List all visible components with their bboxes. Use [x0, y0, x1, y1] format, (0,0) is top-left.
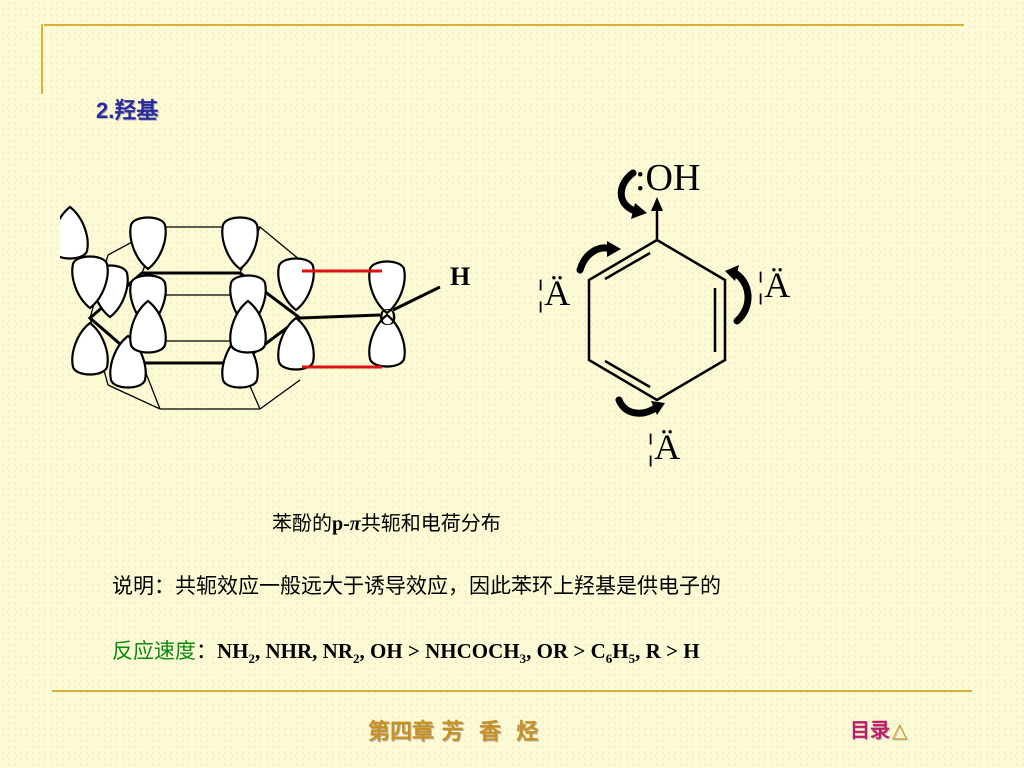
hydroxyl-label: :OH [635, 157, 700, 199]
o-h-bond [392, 285, 441, 312]
frame-left-line [41, 24, 43, 94]
benzene-ring [587, 203, 727, 402]
caption-prefix: 苯酚的 [272, 511, 332, 535]
para-charge: ¦Ä [647, 427, 680, 467]
arrow-head-oh [651, 197, 663, 211]
c-o-bond [299, 313, 381, 320]
oxygen-label: O [379, 305, 396, 331]
explanation-text: 说明：共轭效应一般远大于诱导效应，因此苯环上羟基是供电子的 [112, 574, 721, 598]
section-title: 2.羟基 [96, 98, 159, 123]
carbon-p-orbitals [60, 205, 315, 389]
caption-pi: π [349, 513, 361, 535]
ortho-right-charge: ¦Ä [757, 265, 790, 305]
electron-push-arrows [576, 169, 752, 417]
reactivity-order: 反应速度：NH2, NHR, NR2, OH > NHCOCH3, OR > C… [112, 635, 700, 667]
caption-bold: p- [332, 513, 350, 535]
reactivity-sequence: NH2, NHR, NR2, OH > NHCOCH3, OR > C6H5, … [217, 639, 700, 667]
reactivity-label: 反应速度 [112, 639, 196, 663]
triangle-icon: △ [892, 718, 908, 742]
toc-label: 目录 [850, 718, 890, 742]
ortho-left-charge: ¦Ä [537, 273, 570, 313]
chapter-title: 第四章 芳 香 烃 [368, 719, 539, 745]
hydrogen-label: H [450, 262, 470, 291]
diagram-caption: 苯酚的p-π共轭和电荷分布 [272, 507, 501, 536]
caption-suffix: 共轭和电荷分布 [360, 511, 501, 535]
table-of-contents-link[interactable]: 目录△ [850, 714, 907, 743]
reactivity-colon: ： [196, 639, 217, 663]
charge-distribution-diagram: :OH ¦Ä ¦Ä ¦Ä [537, 157, 790, 467]
frame-top-line [44, 24, 964, 26]
orbital-overlap-diagram: H O [60, 205, 470, 410]
frame-bottom-line [52, 690, 972, 692]
